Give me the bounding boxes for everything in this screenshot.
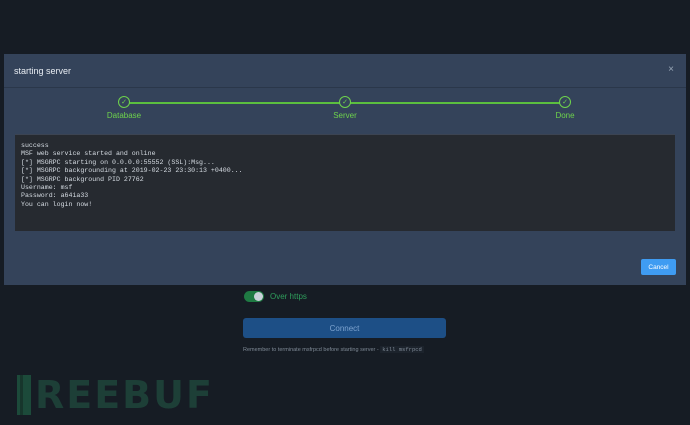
progress-steps: ✓ Database ✓ Server ✓ Done — [4, 90, 686, 126]
console-line: Password: a64ia33 — [21, 192, 89, 200]
https-toggle-row: Over https — [244, 291, 307, 302]
freebuf-watermark: REEBUF — [17, 373, 214, 417]
watermark-text: REEBUF — [35, 373, 214, 417]
connect-button[interactable]: Connect — [243, 318, 446, 338]
watermark-logo-mark — [17, 375, 31, 415]
console-line: Username: msf — [21, 184, 73, 192]
https-toggle[interactable] — [244, 291, 264, 302]
toggle-knob — [254, 292, 263, 301]
step-database: ✓ Database — [94, 96, 154, 120]
step-connector — [345, 102, 565, 104]
step-label: Database — [106, 111, 142, 120]
check-icon: ✓ — [559, 96, 571, 108]
step-label: Server — [333, 111, 357, 120]
step-server: ✓ Server — [315, 96, 375, 120]
cancel-button[interactable]: Cancel — [641, 259, 676, 275]
check-icon: ✓ — [118, 96, 130, 108]
dialog-title: starting server — [14, 65, 72, 76]
remember-code: kill msfrpcd — [380, 346, 424, 353]
close-icon[interactable]: × — [668, 64, 674, 75]
console-line: [*] MSGRPC starting on 0.0.0.0:55552 (SS… — [21, 158, 215, 166]
console-line: You can login now! — [21, 200, 93, 208]
step-label: Done — [555, 111, 575, 120]
remember-text: Remember to terminate msfrpcd before sta… — [243, 347, 376, 353]
starting-server-dialog: starting server × ✓ Database ✓ Server ✓ … — [4, 54, 686, 285]
console-output[interactable]: success MSF web service started and onli… — [15, 134, 675, 231]
console-line: [*] MSGRPC background PID 27762 — [21, 175, 144, 183]
console-line: [*] MSGRPC backgrounding at 2019-02-23 2… — [21, 167, 243, 175]
https-toggle-label: Over https — [270, 292, 307, 301]
remember-note: Remember to terminate msfrpcd before sta… — [243, 346, 424, 353]
step-connector — [124, 102, 345, 104]
dialog-header: starting server — [4, 54, 686, 88]
console-line: success — [21, 142, 49, 149]
console-line: MSF web service started and online — [21, 150, 156, 158]
step-done: ✓ Done — [535, 96, 595, 120]
check-icon: ✓ — [339, 96, 351, 108]
